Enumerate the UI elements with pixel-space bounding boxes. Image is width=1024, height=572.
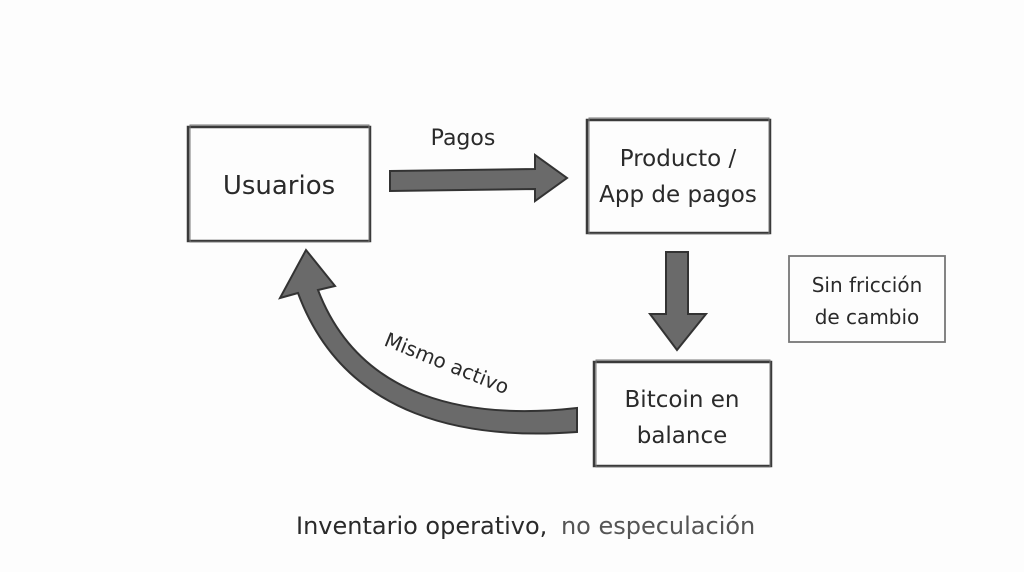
caption: Inventario operativo, no especulación [296,512,755,540]
edge-pagos-label: Pagos [431,126,496,151]
caption-main: Inventario operativo, [296,512,547,540]
edge-pagos: Pagos [389,126,569,203]
caption-secondary: no especulación [561,512,755,540]
edge-producto-to-bitcoin [648,251,709,352]
node-bitcoin-line2: balance [637,423,728,449]
node-producto: Producto / App de pagos [585,117,772,235]
node-sin-friccion-line2: de cambio [815,305,920,329]
node-producto-line2: App de pagos [599,182,757,208]
node-producto-line1: Producto / [620,146,737,172]
node-sin-friccion: Sin fricción de cambio [788,255,946,343]
node-usuarios-label: Usuarios [223,171,335,201]
node-sin-friccion-line1: Sin fricción [812,273,923,297]
node-usuarios: Usuarios [186,124,372,243]
node-bitcoin-line1: Bitcoin en [625,387,740,413]
node-bitcoin: Bitcoin en balance [592,359,773,468]
edge-mismo-activo: Mismo activo [277,248,578,435]
